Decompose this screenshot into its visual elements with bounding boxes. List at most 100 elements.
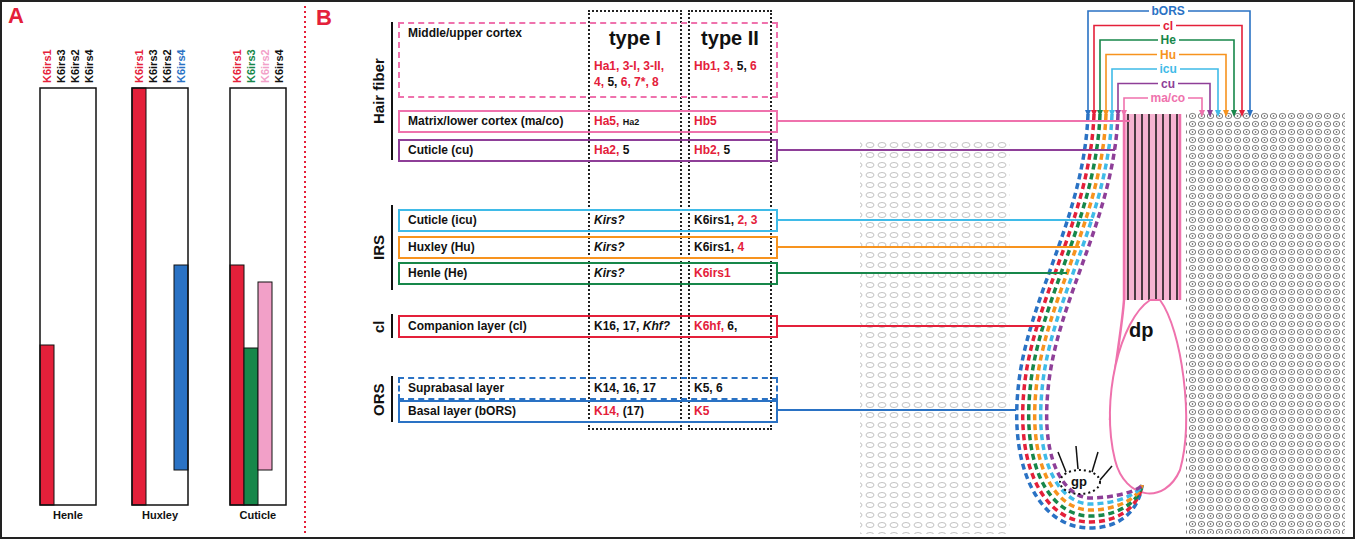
figure-label: ma/co <box>1148 91 1189 105</box>
cell-flow-arrow <box>1058 452 1066 472</box>
cell-flow-arrow <box>1092 452 1098 472</box>
keratin-name: 6, <box>727 319 737 333</box>
keratin-name: Ha2 <box>623 117 640 127</box>
layer-row: Matrix/lower cortex (ma/co) <box>398 110 778 133</box>
figure-label: bORS <box>1149 4 1188 18</box>
panel-divider <box>304 6 306 533</box>
bracket-label: Hair fiber <box>370 58 388 124</box>
keratin-name: K6irs1, <box>694 213 734 227</box>
leader-line <box>778 272 1067 274</box>
keratin-name: Hb1, 3, <box>694 59 733 73</box>
bracket-label: K6irs1 <box>133 49 146 83</box>
figure-label: gp <box>1071 474 1087 490</box>
keratin-name: 6, 7*, 8 <box>621 75 659 89</box>
bracket-arrowhead <box>1231 110 1237 117</box>
tissue-texture <box>1186 112 1345 534</box>
keratin-name: Hb2, <box>694 143 720 157</box>
bracket-label: K6irs4 <box>175 49 188 83</box>
figure-label: Henle <box>53 509 83 522</box>
tissue-texture <box>860 140 1010 534</box>
figure-label: Cuticle <box>240 509 277 522</box>
table-cell: Hb1, 3,5,6 <box>694 58 770 74</box>
bracket-arrowhead <box>1115 110 1121 117</box>
expression-bar <box>40 345 54 505</box>
expression-bar <box>132 88 146 505</box>
figure-label: Huxley <box>142 509 178 522</box>
follicle-layer <box>1035 114 1142 510</box>
bracket-arrowhead <box>1085 110 1091 117</box>
follicle-layer <box>1041 114 1142 504</box>
group-bracket <box>391 205 393 290</box>
keratin-name: K16, 17, <box>594 319 639 333</box>
shaft-stripe <box>1148 114 1150 300</box>
keratin-name: 4 <box>737 240 744 254</box>
group-bracket <box>391 314 393 338</box>
table-cell: K5, 6 <box>694 380 770 396</box>
figure-label: icu <box>1157 62 1180 76</box>
keratin-name: Kirs? <box>594 266 625 280</box>
column-heading: type II <box>690 12 770 50</box>
keratin-name: K14, 16, 17 <box>594 381 656 395</box>
bracket-arrowhead <box>1121 110 1127 117</box>
shaft-stripe <box>1127 114 1129 300</box>
bracket-label: cl <box>370 320 388 333</box>
shaft-stripe <box>1162 114 1164 300</box>
leader-line <box>778 120 1130 122</box>
bracket-label: K6irs3 <box>55 49 68 83</box>
cell-flow-arrow <box>1100 466 1112 480</box>
table-cell: K5 <box>694 403 770 419</box>
keratin-name: 5 <box>723 143 730 157</box>
keratin-name: 5, <box>737 59 747 73</box>
bracket-arrowhead <box>1207 110 1213 117</box>
group-bracket <box>391 22 393 160</box>
follicle-layer <box>1023 114 1142 522</box>
table-cell: Hb5 <box>694 113 770 129</box>
layer-bracket <box>1106 55 1226 112</box>
dermal-papilla <box>1110 300 1186 493</box>
expression-bar <box>258 282 272 470</box>
table-cell: Hb2,5 <box>694 142 770 158</box>
keratin-name: K6irs1 <box>694 266 731 280</box>
keratin-name: K5, 6 <box>694 381 723 395</box>
table-cell: K6irs1,2, 3 <box>694 212 770 228</box>
expression-bar <box>244 348 258 505</box>
table-cell: Ha2,5 <box>594 142 680 158</box>
shaft-stripe <box>1176 114 1178 300</box>
bracket-arrowhead <box>1247 110 1253 117</box>
bracket-arrowhead <box>1109 110 1115 117</box>
shaft-stripe <box>1141 114 1143 300</box>
panel-letter: B <box>316 5 332 31</box>
panel-letter: A <box>8 3 24 29</box>
table-cell: Kirs? <box>594 265 680 281</box>
column-heading: type I <box>590 12 680 50</box>
bracket-arrowhead <box>1103 110 1109 117</box>
figure-label: cu <box>1158 77 1178 91</box>
bracket-arrowhead <box>1239 110 1245 117</box>
table-cell: K6irs1,4 <box>694 239 770 255</box>
leader-line <box>778 219 1093 221</box>
bracket-label: K6irs3 <box>245 49 258 83</box>
layer-bracket <box>1100 40 1234 111</box>
layer-bracket <box>1088 11 1250 111</box>
table-cell: K14,(17) <box>594 403 680 419</box>
layer-box <box>230 88 286 505</box>
figure-label: cl <box>1160 19 1176 33</box>
bracket-label: ORS <box>370 383 388 416</box>
keratin-name: Khf? <box>643 319 670 333</box>
figure-label: Hu <box>1157 48 1179 62</box>
leader-line <box>778 149 1115 151</box>
keratin-name: 2, 3 <box>737 213 757 227</box>
follicle-layer <box>1047 114 1142 498</box>
keratin-name: K5 <box>694 404 709 418</box>
keratin-name: Ha2, <box>594 143 619 157</box>
row-label: Middle/upper cortex <box>400 24 776 41</box>
bracket-arrowhead <box>1215 110 1221 117</box>
layer-bracket <box>1094 26 1242 112</box>
keratin-name: Kirs? <box>594 240 625 254</box>
table-cell: Ha1, 3-I, 3-II, 4,5,6, 7*, 8 <box>594 58 680 90</box>
shaft-stripe <box>1134 114 1136 300</box>
keratin-name: K6irs1, <box>694 240 734 254</box>
